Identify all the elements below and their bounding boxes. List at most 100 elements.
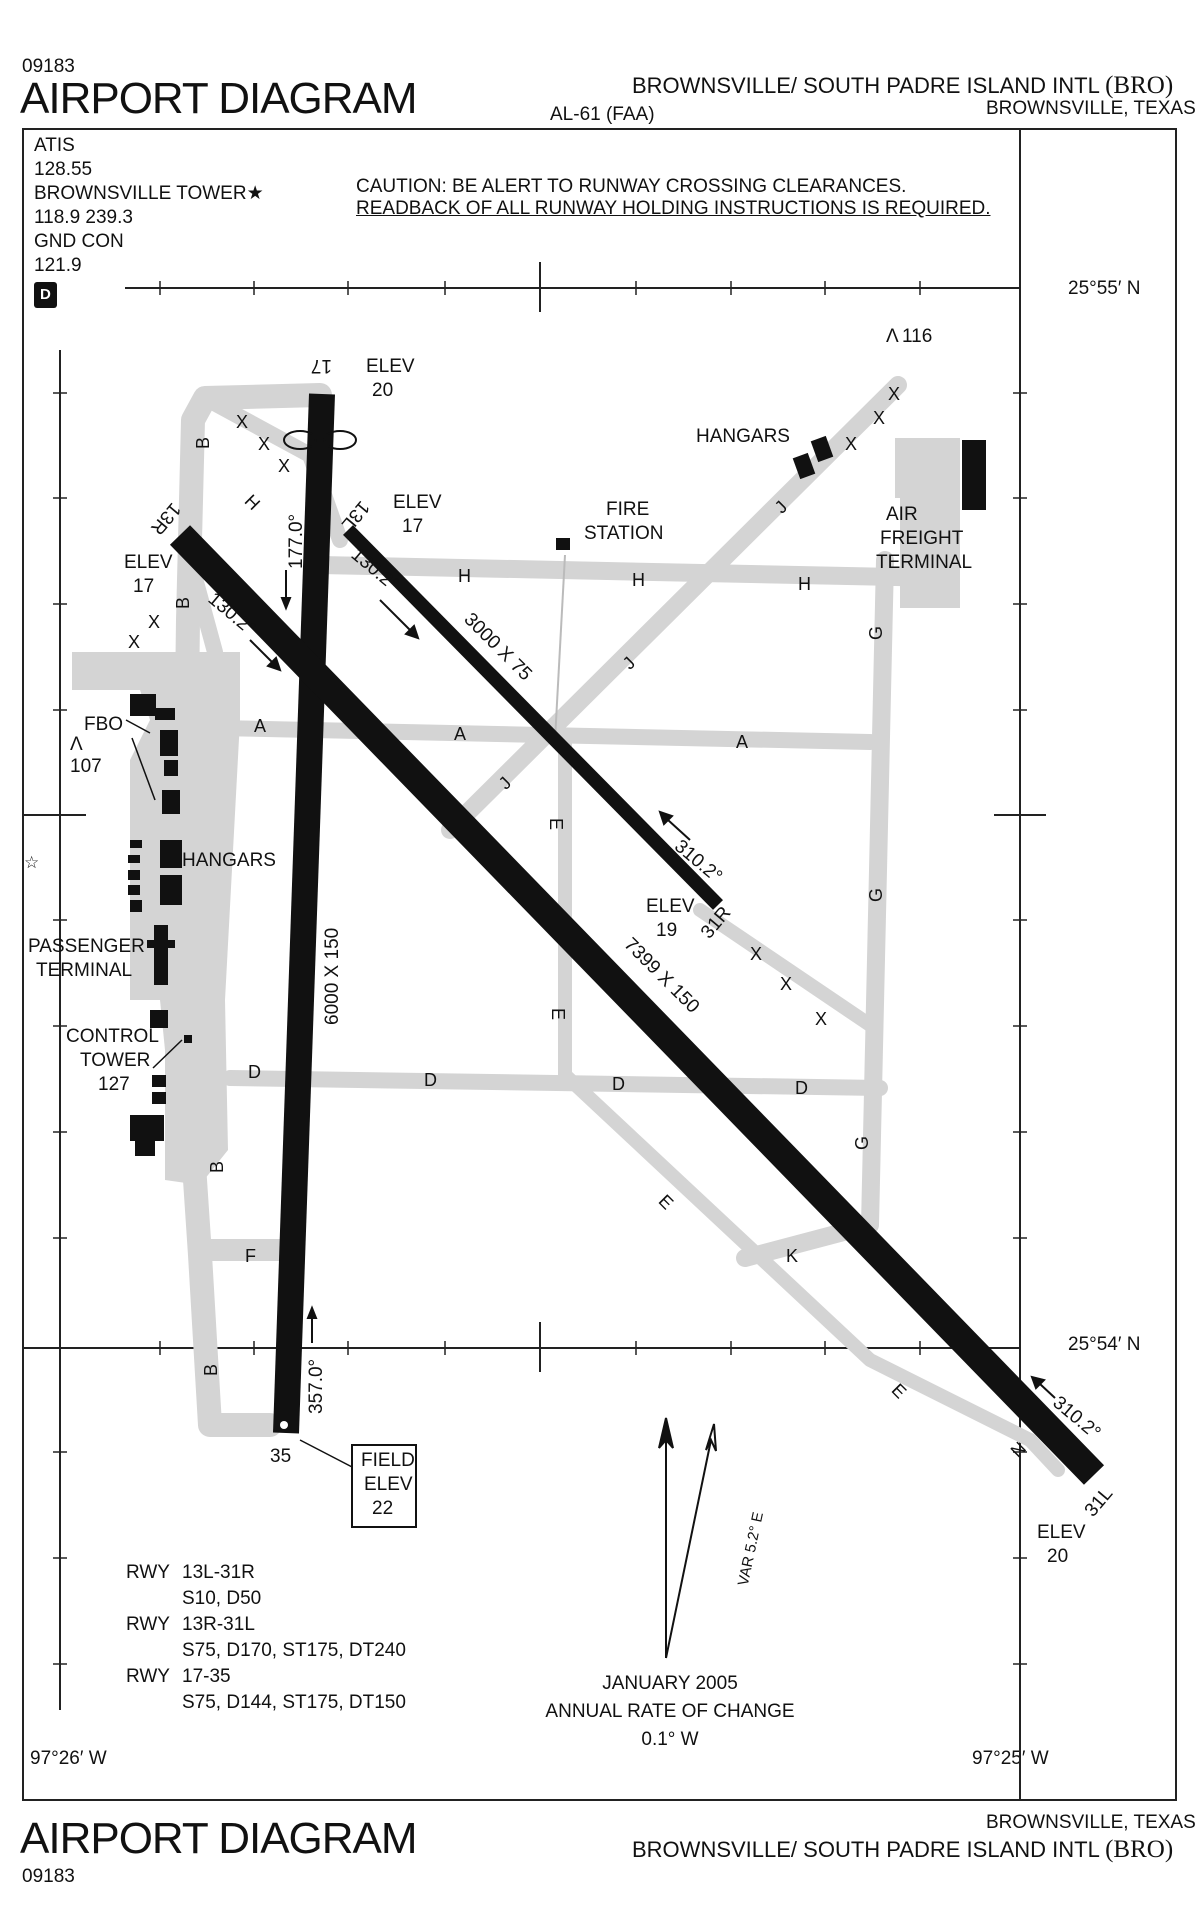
rwy-label: RWY — [126, 1562, 170, 1583]
taxiway-d — [222, 1070, 888, 1096]
tower-freq: 118.9 239.3 — [34, 207, 133, 228]
footer-chart-code: 09183 — [22, 1866, 75, 1887]
x-mark-7: X — [873, 408, 885, 428]
chart-code: 09183 — [22, 56, 75, 77]
tower-label: BROWNSVILLE TOWER★ — [34, 182, 264, 206]
elev-value-13l: 17 — [402, 516, 423, 537]
taxiway-e — [558, 728, 1037, 1447]
x-mark-8: X — [888, 384, 900, 404]
elev-value-13r: 17 — [133, 576, 154, 597]
twy-h-3: H — [632, 570, 645, 590]
twy-f: F — [245, 1246, 256, 1266]
rwy-label: RWY — [126, 1666, 170, 1687]
obstacle-116: 116 — [902, 326, 932, 347]
air-freight-label-2: FREIGHT — [880, 528, 964, 549]
twy-e-2: E — [548, 1008, 568, 1020]
hdg-177: 177.0° — [286, 514, 307, 569]
elev-label-17: ELEV — [366, 356, 415, 377]
twy-b-4: B — [201, 1364, 221, 1376]
hangars-label-2: HANGARS — [182, 850, 276, 871]
twy-a-2: A — [454, 724, 466, 744]
elev-label-13r: ELEV — [124, 552, 173, 573]
lon-left: 97°26′ W — [30, 1748, 107, 1769]
obstacle-icon-1: Λ — [886, 326, 899, 347]
x-mark-11: X — [815, 1009, 827, 1029]
north-arrow-icon — [658, 1417, 717, 1659]
lighted-marker-icon — [283, 430, 357, 450]
gnd-freq: 121.9 — [34, 255, 82, 276]
rwy-id: 13R-31L — [182, 1614, 255, 1635]
city-state: BROWNSVILLE, TEXAS — [986, 98, 1196, 119]
caution-line1: CAUTION: BE ALERT TO RUNWAY CROSSING CLE… — [356, 176, 907, 197]
twy-b-3: B — [207, 1161, 227, 1173]
twy-g-2: G — [866, 888, 886, 902]
hdg-357: 357.0° — [306, 1359, 327, 1414]
field-elev-label-1: FIELD — [361, 1450, 415, 1471]
mag-var-title: ANNUAL RATE OF CHANGE — [545, 1701, 795, 1722]
x-mark-10: X — [780, 974, 792, 994]
rwy-id: 17-35 — [182, 1666, 231, 1687]
airport-name: BROWNSVILLE/ SOUTH PADRE ISLAND INTL (BR… — [632, 72, 1173, 100]
table-row: RWY 13L-31R — [126, 1560, 406, 1586]
footer-city-state: BROWNSVILLE, TEXAS — [986, 1812, 1196, 1833]
heading-arrows — [249, 570, 1056, 1399]
footer-airport-name: BROWNSVILLE/ SOUTH PADRE ISLAND INTL (BR… — [632, 1836, 1173, 1864]
twy-b-2: B — [173, 597, 193, 609]
control-tower-label-2: TOWER — [80, 1050, 150, 1071]
caution-line2: READBACK OF ALL RUNWAY HOLDING INSTRUCTI… — [356, 198, 991, 219]
elev-label-13l: ELEV — [393, 492, 442, 513]
star-icon: ★ — [246, 183, 264, 204]
air-freight-label-1: AIR — [886, 504, 918, 525]
lat-bottom: 25°54′ N — [1068, 1334, 1141, 1355]
airport-name-text: BROWNSVILLE/ SOUTH PADRE ISLAND INTL — [632, 73, 1099, 98]
dim-17-35: 6000 X 150 — [322, 928, 343, 1025]
graticule-ticks — [53, 281, 1027, 1665]
twy-a-1: A — [254, 716, 266, 736]
rwy-31L-label: 31L — [1081, 1483, 1117, 1521]
twy-h-2: H — [458, 566, 471, 586]
air-freight-label-3: TERMINAL — [876, 552, 972, 573]
footer-airport-id: (BRO) — [1105, 1836, 1174, 1863]
runway-13L-31R — [343, 525, 723, 910]
control-tower-label-1: CONTROL — [66, 1026, 159, 1047]
tower-label-text: BROWNSVILLE TOWER — [34, 183, 247, 204]
twy-d-2: D — [424, 1070, 437, 1090]
atis-freq: 128.55 — [34, 159, 93, 180]
gnd-label: GND CON — [34, 231, 124, 252]
obstacle-107: 107 — [70, 756, 102, 777]
runway-13R-31L — [169, 525, 1105, 1485]
twy-g-1: G — [866, 626, 886, 640]
rwy-label: RWY — [126, 1614, 170, 1635]
lat-top: 25°55′ N — [1068, 278, 1141, 299]
table-row: RWY 13R-31L — [126, 1612, 406, 1638]
rwy-strength: S75, D144, ST175, DT150 — [182, 1692, 406, 1713]
mag-var-rate: 0.1° W — [641, 1729, 699, 1750]
hangars-label-1: HANGARS — [696, 426, 790, 447]
twy-a-3: A — [736, 732, 748, 752]
taxiway-h — [311, 556, 951, 587]
rwy-id: 13L-31R — [182, 1562, 255, 1583]
mag-var-note: JANUARY 2005 ANNUAL RATE OF CHANGE 0.1° … — [520, 1670, 820, 1754]
twy-d-1: D — [248, 1062, 261, 1082]
elev-value-17: 20 — [372, 380, 393, 401]
twy-b-1: B — [193, 437, 213, 449]
beacon-star-icon: ☆ — [24, 853, 39, 872]
fbo-label: FBO — [84, 714, 123, 735]
footer-title: AIRPORT DIAGRAM — [20, 1814, 418, 1863]
twy-h-1: H — [241, 491, 264, 514]
rwy-strength: S75, D170, ST175, DT240 — [182, 1640, 406, 1661]
chart-id: AL-61 (FAA) — [550, 104, 655, 125]
field-elev-label-2: ELEV — [364, 1474, 413, 1495]
runway-17-35 — [273, 393, 335, 1434]
elev-label-31r: ELEV — [646, 896, 695, 917]
runways — [169, 393, 1105, 1485]
x-mark-4: X — [128, 632, 140, 652]
page-title: AIRPORT DIAGRAM — [20, 74, 418, 123]
runway-data-table: RWY 13L-31R S10, D50 RWY 13R-31L S75, D170… — [126, 1560, 406, 1716]
fire-station-label-1: FIRE — [606, 499, 649, 520]
var-label: VAR 5.2° E — [735, 1510, 767, 1587]
twy-h-4: H — [798, 574, 811, 594]
rwy-strength: S10, D50 — [182, 1588, 262, 1609]
callout-lines — [125, 719, 355, 1469]
buildings — [128, 435, 986, 1156]
